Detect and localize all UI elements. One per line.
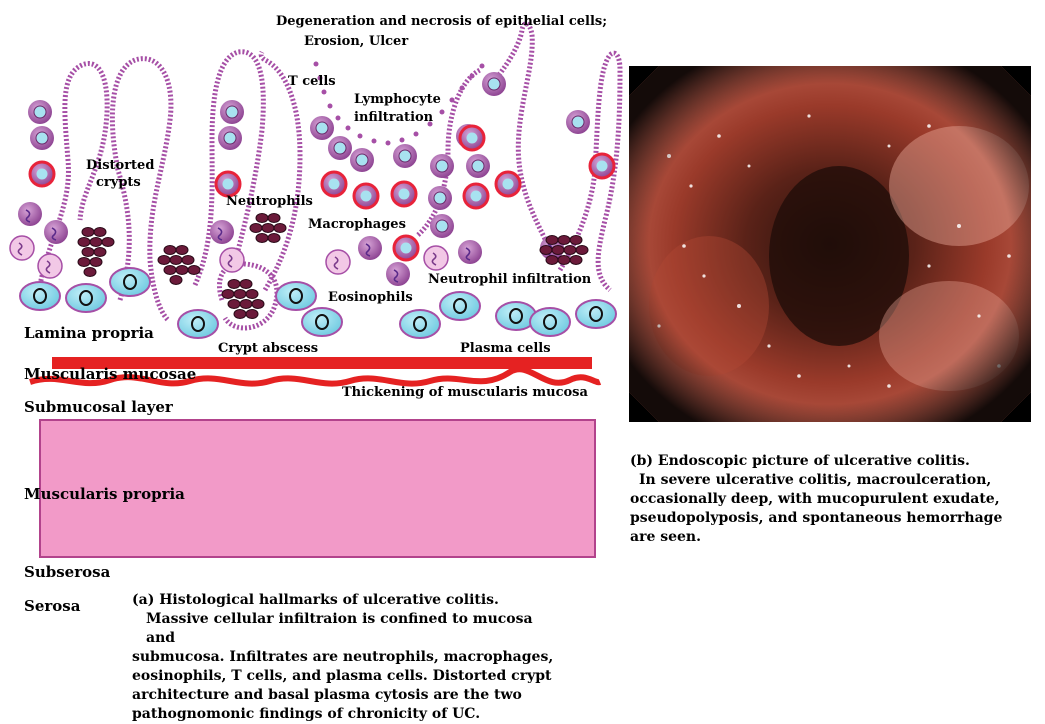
epithelial-cell	[20, 282, 60, 310]
eosinophils-label: Eosinophils	[328, 291, 413, 306]
neutrophil-cluster	[158, 246, 200, 285]
endoscopy-caption: (b) Endoscopic picture of ulcerative col…	[630, 452, 1030, 547]
endoscopy-caption-line: occasionally deep, with mucopurulent exu…	[630, 490, 1030, 509]
degeneration-label: Degeneration and necrosis of epithelial …	[276, 15, 607, 30]
eosinophil	[220, 248, 244, 272]
epithelial-cell	[400, 310, 440, 338]
t-cell	[566, 110, 590, 134]
layer-subserosa: Subserosa	[24, 564, 110, 581]
epithelial-cell	[576, 300, 616, 328]
t-cell	[430, 214, 454, 238]
histology-caption-line: submucosa. Infiltrates are neutrophils, …	[132, 648, 562, 667]
macrophage	[210, 220, 234, 244]
plasma-cell	[30, 162, 54, 186]
histology-caption-title: (a) Histological hallmarks of ulcerative…	[132, 591, 562, 610]
neutrophil-cluster	[250, 214, 286, 243]
histology-caption-line: Massive cellular infiltraion is confined…	[132, 610, 562, 648]
neutrophil-cluster	[540, 236, 588, 265]
erosion-label: Erosion, Ulcer	[304, 35, 408, 50]
eosinophil	[38, 254, 62, 278]
plasma-cell	[394, 236, 418, 260]
epithelial-cell	[302, 308, 342, 336]
macrophage	[44, 220, 68, 244]
t-cell	[30, 126, 54, 150]
crypt-abscess-label: Crypt abscess	[218, 342, 318, 357]
layer-muscularis-propria: Muscularis propria	[24, 486, 185, 503]
neutrophil-cluster	[78, 228, 114, 277]
t-cell	[328, 136, 352, 160]
neutrophils-label: Neutrophils	[226, 195, 313, 210]
eosinophil	[10, 236, 34, 260]
t-cell	[218, 126, 242, 150]
histology-caption-line: eosinophils, T cells, and plasma cells. …	[132, 667, 562, 686]
crypt-6	[486, 24, 555, 262]
layer-submucosal: Submucosal layer	[24, 399, 173, 416]
endoscopy-caption-line: In severe ulcerative colitis, macroulcer…	[630, 471, 1030, 490]
plasma-cell	[460, 126, 484, 150]
infiltration-label: infiltration	[354, 111, 433, 126]
endoscopic-image	[629, 66, 1031, 422]
macrophage	[386, 262, 410, 286]
endoscopy-caption-title: (b) Endoscopic picture of ulcerative col…	[630, 452, 1030, 471]
t-cell	[482, 72, 506, 96]
neutrophil-infiltration-label: Neutrophil infiltration	[428, 273, 591, 288]
macrophage	[18, 202, 42, 226]
t-cell	[220, 100, 244, 124]
t-cell	[350, 148, 374, 172]
epithelial-cell	[178, 310, 218, 338]
plasma-cell	[354, 184, 378, 208]
plasma-cell	[322, 172, 346, 196]
lymphocyte-label: Lymphocyte	[354, 93, 441, 108]
t-cell	[393, 144, 417, 168]
plasma-cells-label: Plasma cells	[460, 342, 551, 357]
epithelial-cell	[440, 292, 480, 320]
neutrophil-cluster	[222, 280, 264, 319]
eosinophil	[326, 250, 350, 274]
endoscopy-caption-line: pseudopolyposis, and spontaneous hemorrh…	[630, 509, 1030, 528]
macrophages-label: Macrophages	[308, 218, 406, 233]
histology-caption-line: pathognomonic findings of chronicity of …	[132, 705, 562, 724]
histology-caption: (a) Histological hallmarks of ulcerative…	[132, 591, 562, 724]
t-cell	[430, 154, 454, 178]
t-cell	[310, 116, 334, 140]
crypts-label: crypts	[96, 176, 141, 191]
endoscopy-caption-line: are seen.	[630, 528, 1030, 547]
macrophage	[458, 240, 482, 264]
epithelial-cell	[110, 268, 150, 296]
thickening-label: Thickening of muscularis mucosa	[342, 386, 588, 401]
plasma-cell	[392, 182, 416, 206]
plasma-cell	[496, 172, 520, 196]
distorted-label: Distorted	[86, 159, 154, 174]
t-cell	[28, 100, 52, 124]
layer-muscularis-mucosae: Muscularis mucosae	[24, 366, 196, 383]
epithelial-cell	[530, 308, 570, 336]
plasma-cell	[464, 184, 488, 208]
histology-caption-line: architecture and basal plasma cytosis ar…	[132, 686, 562, 705]
epithelial-cell	[66, 284, 106, 312]
plasma-cell	[216, 172, 240, 196]
macrophage	[358, 236, 382, 260]
epithelial-cell	[276, 282, 316, 310]
eosinophil	[424, 246, 448, 270]
t-cell	[466, 154, 490, 178]
t-cell	[428, 186, 452, 210]
t-cells-label: T cells	[288, 75, 336, 90]
eosinophils	[10, 236, 448, 278]
layer-lamina-propria: Lamina propria	[24, 325, 154, 342]
plasma-cell	[590, 154, 614, 178]
layer-serosa: Serosa	[24, 598, 80, 615]
